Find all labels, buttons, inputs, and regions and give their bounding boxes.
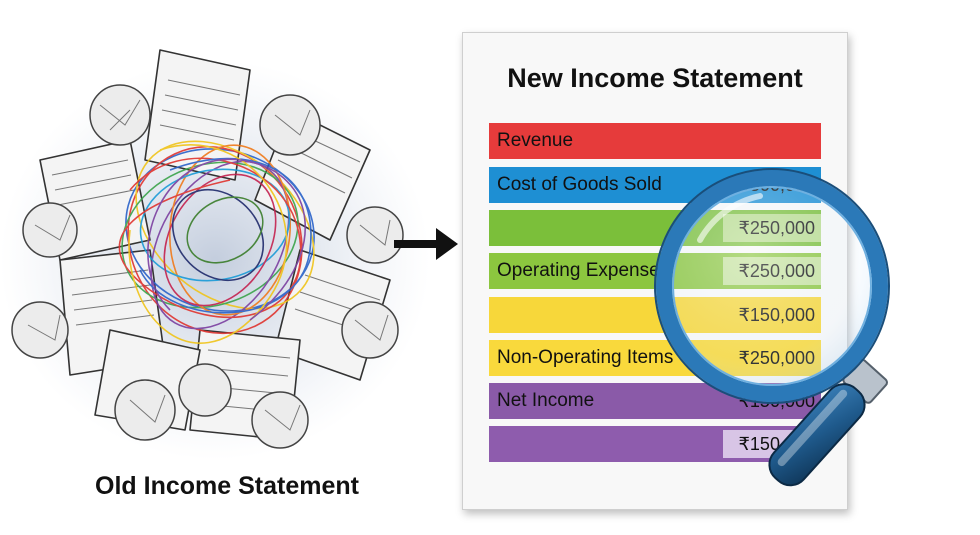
row-label: Cost of Goods Sold bbox=[497, 174, 662, 195]
statement-row: ₹150,000 bbox=[489, 426, 821, 462]
row-value: ₹500,000 bbox=[738, 175, 815, 195]
row-value: ₹150,000 bbox=[723, 430, 821, 458]
statement-row: Net Income ₹150,000 bbox=[489, 383, 821, 419]
row-value: ₹150,000 bbox=[738, 391, 815, 411]
row-label: Operating Expense bbox=[497, 260, 660, 281]
old-statement-caption: Old Income Statement bbox=[95, 472, 359, 500]
row-label: Net Income bbox=[497, 390, 595, 411]
statement-row: ₹150,000 bbox=[489, 297, 821, 333]
doc-title: New Income Statement bbox=[507, 63, 803, 93]
statement-row: Revenue bbox=[489, 123, 821, 159]
row-value: ₹250,000 bbox=[723, 257, 821, 285]
row-label: Revenue bbox=[497, 130, 574, 151]
row-value: ₹250,000 bbox=[723, 214, 821, 242]
row-value: ₹250,000 bbox=[738, 348, 815, 368]
arrow-right-icon bbox=[394, 228, 458, 260]
statement-row: Cost of Goods Sold ₹500,000 bbox=[489, 167, 821, 203]
crumpled-papers-icon bbox=[0, 49, 430, 460]
row-label: Non-Operating Items bbox=[497, 347, 674, 368]
statement-row: Operating Expense ₹250,000 bbox=[489, 253, 821, 289]
statement-row: Non-Operating Items ₹250,000 bbox=[489, 340, 821, 376]
row-value: ₹150,000 bbox=[738, 305, 815, 325]
statement-row: ₹250,000 bbox=[489, 210, 821, 246]
